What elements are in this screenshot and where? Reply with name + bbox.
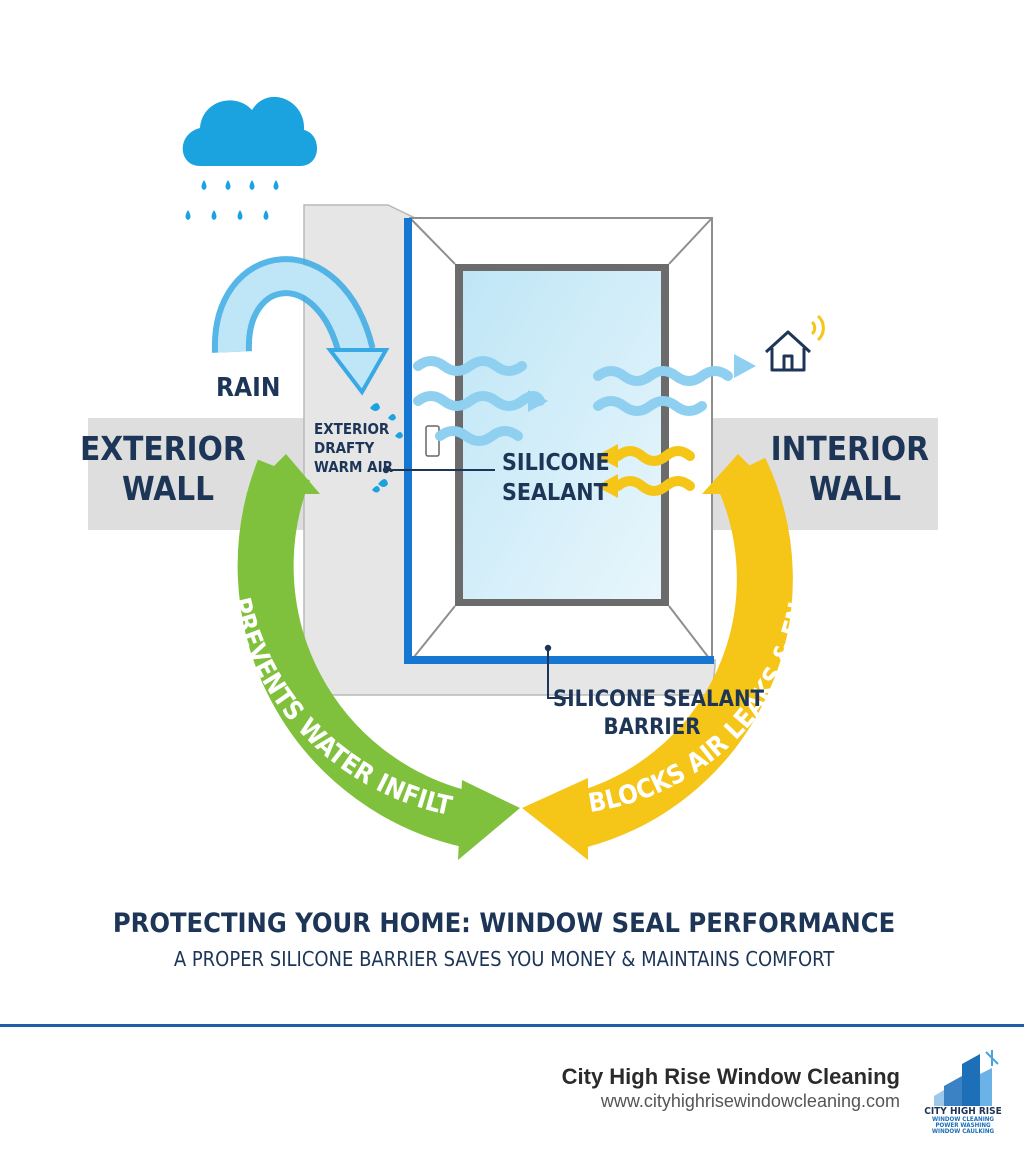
leader-line-barrier	[544, 644, 572, 699]
exterior-wall-label: EXTERIOR WALL	[80, 429, 256, 508]
house-wifi-icon	[764, 314, 825, 372]
water-splash	[370, 403, 403, 493]
svg-text:POWER WASHING: POWER WASHING	[935, 1122, 991, 1129]
building-icon	[934, 1050, 999, 1106]
svg-text:CITY HIGH RISE: CITY HIGH RISE	[924, 1106, 1002, 1117]
company-logo: CITY HIGH RISE WINDOW CLEANING POWER WAS…	[924, 1050, 1002, 1135]
rain-arrow	[211, 256, 390, 396]
brand-url[interactable]: www.cityhighrisewindowcleaning.com	[600, 1091, 900, 1111]
drafty-air-label: EXTERIOR DRAFTY WARM AIR	[314, 420, 394, 476]
svg-text:WINDOW CAULKING: WINDOW CAULKING	[932, 1128, 995, 1135]
rain-label: RAIN	[216, 373, 280, 403]
rain-cloud-icon	[182, 96, 318, 220]
sealant-strip-horizontal	[404, 656, 714, 664]
svg-text:WINDOW CLEANING: WINDOW CLEANING	[932, 1116, 994, 1123]
sealant-strip-vertical	[404, 218, 412, 664]
brand-name: City High Rise Window Cleaning	[561, 1064, 900, 1089]
window-handle-icon	[425, 425, 440, 457]
interior-wall-label: INTERIOR WALL	[771, 429, 940, 508]
diagram-subtitle: A PROPER SILICONE BARRIER SAVES YOU MONE…	[174, 947, 835, 971]
airflow-waves-blue	[413, 356, 733, 446]
footer-divider	[0, 1024, 1024, 1027]
airflow-waves-yellow	[613, 446, 695, 496]
diagram-title: PROTECTING YOUR HOME: WINDOW SEAL PERFOR…	[113, 908, 895, 939]
silicone-sealant-label: SILICONE SEALANT	[502, 450, 617, 506]
sealant-barrier-label: SILICONE SEALANT BARRIER	[553, 687, 771, 740]
